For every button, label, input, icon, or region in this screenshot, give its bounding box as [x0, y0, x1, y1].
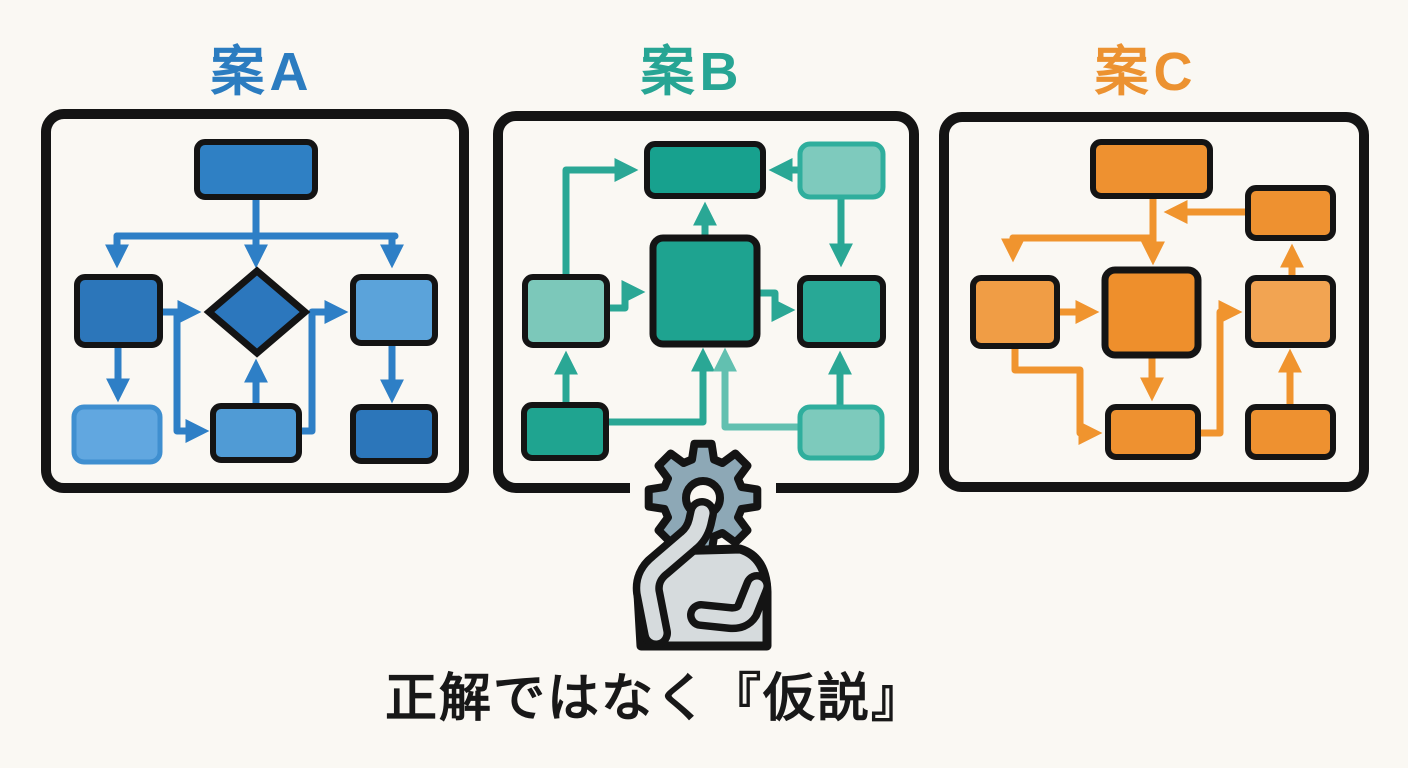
flow-node: [71, 404, 163, 465]
plan-c-flowchart: [939, 112, 1369, 492]
flow-node: [1105, 404, 1201, 460]
plan-a-title: 案A: [210, 42, 314, 102]
flow-node: [1245, 185, 1336, 241]
plan-c-title: 案C: [1094, 42, 1198, 102]
flow-node: [194, 139, 318, 200]
flow-node: [521, 402, 609, 461]
flow-node-decision-diamond: [203, 266, 311, 358]
plan-b-arrows: [554, 158, 853, 431]
flow-node: [797, 141, 886, 200]
flow-node: [1245, 275, 1336, 348]
flow-node: [74, 274, 163, 348]
flow-node: [970, 275, 1060, 349]
person-crossed-forearm: [687, 572, 771, 633]
flow-node: [1245, 404, 1336, 460]
flow-node: [350, 404, 438, 464]
plan-a-nodes: [71, 139, 438, 465]
plan-a-panel-border: [41, 109, 469, 493]
flow-node-hub: [1101, 266, 1202, 359]
plan-a-arrows: [105, 193, 404, 443]
plan-c-arrows: [1001, 192, 1304, 445]
flow-node: [210, 403, 302, 463]
flow-node: [644, 141, 766, 199]
flow-node: [797, 275, 886, 348]
plan-b-title: 案B: [640, 42, 744, 102]
plan-b-flowchart: [493, 111, 919, 493]
person-thinking-arm: [632, 498, 717, 648]
thinking-person-icon: [630, 439, 776, 651]
flow-node: [522, 274, 610, 348]
flow-node-hub: [649, 234, 761, 348]
bottom-caption: 正解ではなく『仮説』: [384, 670, 925, 728]
flow-node: [797, 404, 885, 461]
flow-node: [350, 274, 438, 346]
flow-node: [1090, 139, 1213, 199]
plan-a-flowchart: [41, 109, 469, 493]
plan-b-nodes: [521, 141, 886, 461]
plan-c-nodes: [970, 139, 1336, 460]
plan-c-panel-border: [939, 112, 1369, 492]
